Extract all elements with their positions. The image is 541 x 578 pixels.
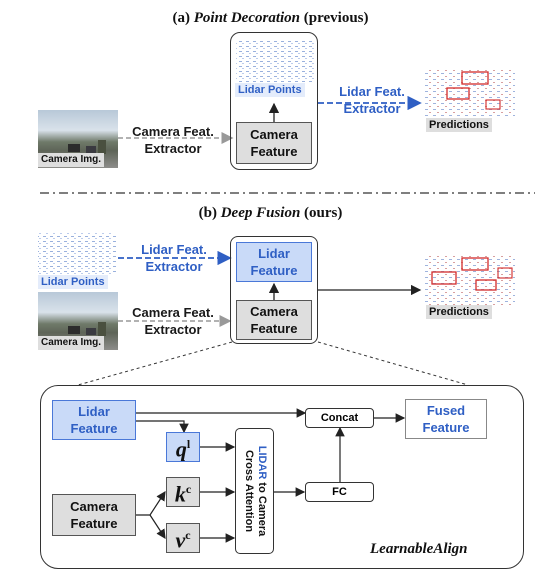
la-camera-feature-line1: Camera bbox=[70, 499, 118, 514]
section-b-title: (b) Deep Fusion (ours) bbox=[0, 205, 541, 222]
concat-box: Concat bbox=[305, 408, 374, 428]
query-superscript: l bbox=[186, 437, 191, 452]
predictions-b-label: Predictions bbox=[426, 305, 492, 319]
zoom-line-right bbox=[317, 341, 469, 386]
key-symbol: k bbox=[174, 481, 186, 507]
query-box: ql bbox=[166, 432, 200, 462]
lidar-extractor-a-line1: Lidar Feat. bbox=[339, 84, 405, 99]
fc-label: FC bbox=[332, 485, 347, 498]
section-a-method: Point Decoration bbox=[193, 10, 301, 26]
lidar-extractor-a-line2: Extractor bbox=[343, 101, 401, 116]
lidar-pointcloud-b bbox=[38, 232, 116, 274]
camera-extractor-a-line2: Extractor bbox=[144, 141, 202, 156]
la-lidar-feature-line1: Lidar bbox=[78, 404, 110, 419]
cross-attention-lidar-word: LIDAR bbox=[255, 445, 268, 480]
arrow-lidar-to-q bbox=[136, 420, 189, 434]
predictions-a-label: Predictions bbox=[426, 118, 492, 132]
learnable-align-title: LearnableAlign bbox=[370, 541, 468, 557]
camera-extractor-a-line1: Camera Feat. bbox=[132, 124, 214, 139]
lidar-pointcloud-a bbox=[236, 40, 314, 82]
camera-feature-b: Camera Feature bbox=[236, 300, 312, 340]
deep-fusion-block bbox=[230, 236, 318, 344]
fused-feature-box: Fused Feature bbox=[405, 399, 487, 439]
camera-feature-a: Camera Feature bbox=[236, 122, 312, 164]
cross-attention-rest: to Camera bbox=[255, 479, 268, 537]
lidar-feature-b: Lidar Feature bbox=[236, 242, 312, 282]
section-b-suffix: (ours) bbox=[304, 205, 343, 221]
value-symbol: v bbox=[175, 527, 186, 553]
camera-feature-b-line2: Feature bbox=[250, 321, 298, 336]
lidar-feature-b-line2: Feature bbox=[250, 263, 298, 278]
predictions-pointcloud-a bbox=[425, 68, 515, 118]
learnable-align-panel bbox=[40, 385, 524, 569]
camera-extractor-b-line2: Extractor bbox=[144, 322, 202, 337]
cross-attention-label: LIDAR to Camera Cross Attention bbox=[242, 446, 268, 536]
lidar-extractor-b-line1: Lidar Feat. bbox=[141, 242, 207, 257]
value-superscript: c bbox=[185, 528, 191, 543]
section-a-title: (a) Point Decoration (previous) bbox=[0, 10, 541, 27]
prediction-box-a-1 bbox=[461, 71, 489, 85]
camera-image-b-label: Camera Img. bbox=[38, 336, 105, 350]
prediction-box-a-2 bbox=[446, 87, 470, 100]
fused-feature-line2: Feature bbox=[422, 420, 470, 435]
zoom-line-left bbox=[77, 341, 233, 386]
lidar-points-b-label: Lidar Points bbox=[38, 275, 108, 289]
camera-feature-a-line1: Camera bbox=[250, 127, 298, 142]
lidar-feature-b-line1: Lidar bbox=[258, 246, 290, 261]
value-box: vc bbox=[166, 523, 200, 553]
lidar-points-a-label: Lidar Points bbox=[235, 83, 305, 97]
la-lidar-feature: Lidar Feature bbox=[52, 400, 136, 440]
lidar-extractor-b: Lidar Feat. Extractor bbox=[124, 241, 224, 275]
camera-image-a-label: Camera Img. bbox=[38, 153, 105, 167]
cross-attention-line2: Cross Attention bbox=[242, 449, 255, 533]
section-a-label: (a) bbox=[172, 10, 191, 26]
la-lidar-feature-line2: Feature bbox=[70, 421, 118, 436]
arrow-camera-to-v bbox=[149, 514, 166, 540]
camera-extractor-a: Camera Feat. Extractor bbox=[120, 123, 226, 157]
cross-attention-box: LIDAR to Camera Cross Attention bbox=[235, 428, 274, 554]
lidar-extractor-b-line2: Extractor bbox=[145, 259, 203, 274]
section-b-method: Deep Fusion bbox=[220, 205, 301, 221]
section-a-suffix: (previous) bbox=[303, 10, 369, 26]
key-superscript: c bbox=[185, 482, 192, 497]
lidar-extractor-a: Lidar Feat. Extractor bbox=[326, 83, 418, 117]
la-camera-feature-line2: Feature bbox=[70, 516, 118, 531]
predictions-pointcloud-b bbox=[425, 256, 515, 306]
camera-feature-a-line2: Feature bbox=[250, 144, 298, 159]
prediction-box-b-1 bbox=[461, 257, 489, 271]
fused-feature-line1: Fused bbox=[426, 403, 466, 418]
point-decoration-block bbox=[230, 32, 318, 170]
concat-label: Concat bbox=[320, 411, 359, 424]
fc-box: FC bbox=[305, 482, 374, 502]
camera-extractor-b-line1: Camera Feat. bbox=[132, 305, 214, 320]
prediction-box-a-3 bbox=[485, 99, 501, 110]
prediction-box-b-3 bbox=[475, 279, 497, 291]
camera-feature-b-line1: Camera bbox=[250, 304, 298, 319]
key-box: kc bbox=[166, 477, 200, 507]
prediction-box-b-4 bbox=[497, 267, 513, 279]
la-camera-feature: Camera Feature bbox=[52, 494, 136, 536]
prediction-box-b-2 bbox=[431, 271, 457, 285]
section-b-label: (b) bbox=[198, 205, 217, 221]
query-symbol: q bbox=[175, 436, 187, 462]
camera-extractor-b: Camera Feat. Extractor bbox=[120, 304, 226, 338]
